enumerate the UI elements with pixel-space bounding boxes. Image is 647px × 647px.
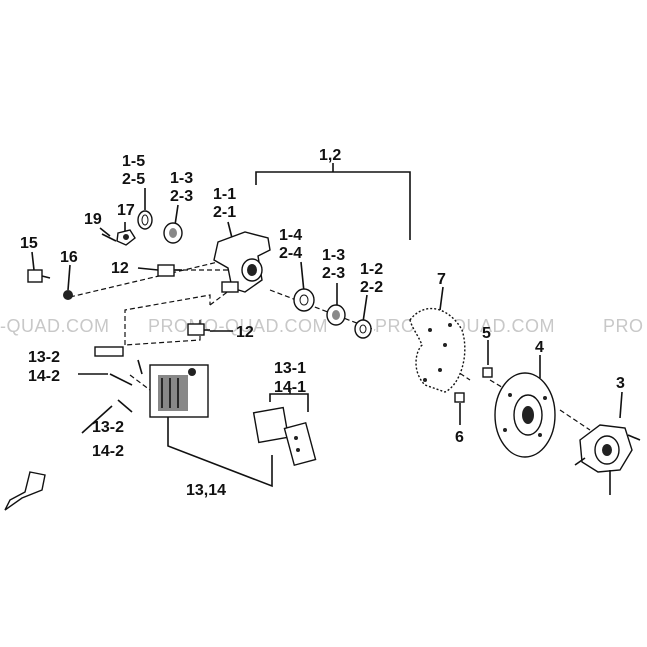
steering-knuckle-1-1 [213,231,271,293]
label-1-2-seal: 1-2 [360,261,383,278]
bolt-6 [454,392,465,403]
label-12-lower: 12 [236,324,254,341]
bearing-1-3-lower [326,304,346,326]
label-13-2-upper: 13-2 [28,349,60,366]
watermark-text-3: PROMO-QUAD.COM [375,316,555,336]
washer-16 [63,290,73,300]
banjo-bolt-13-2 [94,346,143,413]
label-2-1: 2-1 [213,204,236,221]
label-14-2-lower: 14-2 [92,443,124,460]
watermark-text-4: PRO [603,316,644,336]
bolt-15 [27,269,51,283]
seal-1-5 [137,210,153,230]
label-13-2-lower: 13-2 [92,419,124,436]
watermark-text-1: -QUAD.COM [0,316,110,336]
label-3: 3 [616,375,625,392]
label-1-3-upper: 1-3 [170,170,193,187]
label-17: 17 [117,202,135,219]
label-6: 6 [455,429,464,446]
bracket-13-1 [269,390,309,412]
brake-caliper-13-14 [149,364,209,418]
label-2-2: 2-2 [360,279,383,296]
callout-labels: 1,2 1-5 2-5 1-3 2-3 1-1 2-1 19 17 15 16 … [20,147,625,499]
front-arrow-icon [4,471,46,511]
bolt-12-upper [157,264,182,277]
label-4: 4 [535,339,544,356]
label-14-2-upper: 14-2 [28,368,60,385]
leader-lines [31,188,623,434]
wheel-hub-3 [574,424,641,495]
label-16: 16 [60,249,78,266]
bolt-5 [482,367,493,378]
bolt-12-lower [187,323,210,336]
bearing-1-3-upper [163,222,183,244]
label-1-5: 1-5 [122,153,145,170]
seal-1-2 [354,319,372,339]
label-1-2: 1,2 [319,147,341,164]
label-5: 5 [482,325,491,342]
label-1-1: 1-1 [213,186,236,203]
cotter-pin-19 [101,233,117,242]
bracket-13-14 [167,408,273,488]
label-14-1: 14-1 [274,379,306,396]
label-7: 7 [437,271,446,288]
label-2-4: 2-4 [279,245,302,262]
bracket-1-2 [255,163,411,240]
brake-disc-4 [494,372,556,458]
label-1-4: 1-4 [279,227,302,244]
label-13-1: 13-1 [274,360,306,377]
label-2-3-lower: 2-3 [322,265,345,282]
label-1-3-lower: 1-3 [322,247,345,264]
brake-pads-13-1 [252,406,317,467]
label-2-3-upper: 2-3 [170,188,193,205]
watermark: -QUAD.COM PROMO-QUAD.COM PROMO-QUAD.COM … [0,316,644,336]
label-15: 15 [20,235,38,252]
label-13-14: 13,14 [186,482,226,499]
spacer-1-4 [293,288,315,312]
label-2-5: 2-5 [122,171,145,188]
dust-shield-7 [409,307,466,393]
label-19: 19 [84,211,102,228]
label-12-upper: 12 [111,260,129,277]
castle-nut-17 [116,229,136,246]
